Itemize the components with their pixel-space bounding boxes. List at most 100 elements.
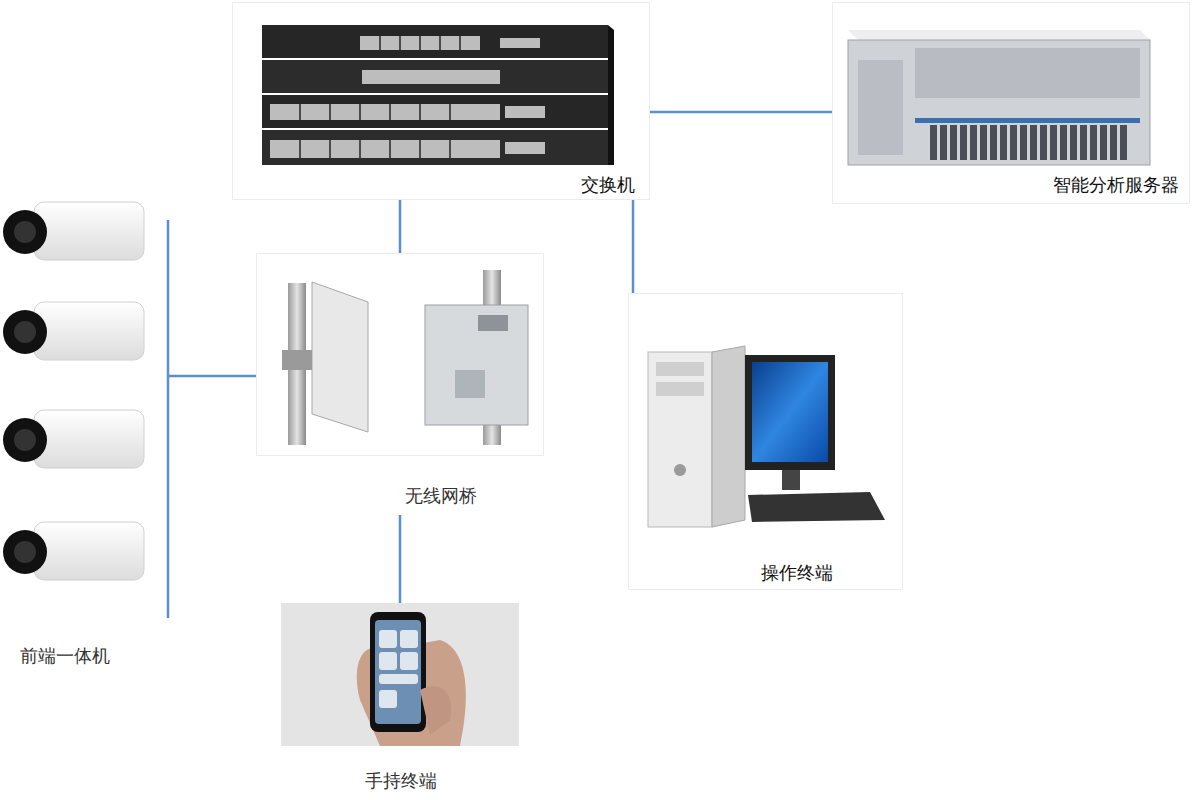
camera-illustration-part (14, 541, 36, 563)
camera-illustration-part (14, 321, 36, 343)
computer-illustration (648, 346, 885, 527)
server-illustration-part-part (940, 125, 947, 160)
node-label: 智能分析服务器 (1053, 174, 1179, 196)
computer-illustration-part (745, 355, 835, 470)
switch-illustration-part-part (505, 106, 545, 118)
bridge-illustration (282, 270, 528, 445)
computer-illustration-part (748, 492, 885, 522)
switch-illustration-part-part (270, 140, 500, 158)
computer-illustration-part (782, 470, 800, 490)
link-line (399, 200, 402, 253)
camera-illustration-part (34, 522, 144, 580)
computer-illustration-part (656, 382, 704, 396)
switch-illustration-part-part (419, 36, 421, 50)
switch-illustration-part (300, 36, 460, 158)
switch-illustration-part-part (500, 38, 540, 48)
node-label: 操作终端 (761, 562, 833, 584)
switch-illustration-part (270, 36, 545, 158)
server-illustration-part-part (1110, 125, 1117, 160)
switch-illustration-part-part (359, 104, 361, 120)
bridge-illustration-part (455, 370, 485, 398)
handheld-illustration-part-part (400, 630, 418, 648)
camera-illustration-part (34, 202, 144, 260)
handheld-illustration-part (370, 612, 426, 732)
camera-illustration-part (3, 310, 47, 354)
node-label: 无线网桥 (405, 485, 477, 507)
handheld-illustration-part (281, 603, 519, 746)
link-line (632, 200, 635, 293)
switch-illustration (262, 25, 614, 165)
switch-illustration-part (262, 60, 608, 93)
switch-illustration-part-part (439, 36, 441, 50)
node-label: 交换机 (581, 174, 635, 196)
switch-illustration-part-part (449, 140, 451, 158)
computer-illustration-part (648, 352, 712, 527)
server-illustration (848, 30, 1150, 165)
server-illustration-part (915, 48, 1140, 98)
server-illustration-part-part (1040, 125, 1047, 160)
camera-illustration-part (3, 210, 47, 254)
switch-illustration-part-part (419, 140, 421, 158)
handheld-illustration-part (375, 620, 421, 724)
camera-illustration (3, 202, 144, 580)
link-line (399, 515, 402, 603)
terminal-box: 操作终端 (628, 293, 903, 590)
server-illustration-part-part (1050, 125, 1057, 160)
switch-illustration-part-part (360, 36, 480, 50)
server-illustration-part-part (1000, 125, 1007, 160)
server-illustration-part (848, 30, 1150, 40)
bridge-box: 无线网桥 (256, 253, 543, 515)
switch-illustration-part-part (419, 104, 421, 120)
server-illustration-part-part (1060, 125, 1067, 160)
handheld-illustration-part-part (379, 630, 397, 648)
camera-illustration-part (14, 221, 36, 243)
server-illustration-part-part (980, 125, 987, 160)
camera-illustration-part (34, 410, 144, 468)
server-illustration-part-part (1100, 125, 1107, 160)
switch-illustration-part-part (459, 36, 461, 50)
handheld-illustration-part-part (400, 652, 418, 670)
server-illustration-part-part (970, 125, 977, 160)
switch-illustration-part-part (329, 140, 331, 158)
server-illustration-part-part (930, 125, 937, 160)
handheld-illustration-part (420, 686, 451, 735)
frame-part (257, 254, 544, 456)
handheld-illustration-part-part (379, 690, 397, 708)
server-illustration-part (848, 40, 1150, 165)
switch-box: 交换机 (232, 2, 650, 200)
server-illustration-part-part (990, 125, 997, 160)
server-illustration-part-part (1010, 125, 1017, 160)
switch-illustration-part-part (379, 36, 381, 50)
server-illustration-part-part (1030, 125, 1037, 160)
switch-illustration-part-part (389, 104, 391, 120)
switch-illustration-part-part (449, 104, 451, 120)
server-illustration-part-part (1020, 125, 1027, 160)
switch-illustration-part-part (359, 140, 361, 158)
switch-illustration-part-part (389, 140, 391, 158)
server-illustration-part-part (1090, 125, 1097, 160)
computer-illustration-part (674, 464, 686, 476)
bridge-illustration-part (282, 350, 312, 370)
server-illustration-part-part (960, 125, 967, 160)
camera-group: 前端一体机 (0, 195, 168, 675)
server-box: 智能分析服务器 (832, 2, 1190, 204)
switch-illustration-part-part (329, 104, 331, 120)
node-label: 手持终端 (365, 770, 437, 792)
frame (257, 254, 544, 456)
switch-illustration-part (262, 130, 608, 165)
server-illustration-part (858, 60, 903, 155)
server-illustration-part (930, 125, 1127, 160)
switch-illustration-part-part (362, 70, 500, 84)
handheld-box: 手持终端 (281, 603, 519, 798)
switch-illustration-part-part (270, 104, 500, 120)
handheld-illustration (281, 603, 519, 746)
server-illustration-part-part (1070, 125, 1077, 160)
server-illustration-part-part (1080, 125, 1087, 160)
switch-illustration-part-part (299, 104, 301, 120)
bridge-illustration-part (425, 305, 528, 425)
handheld-illustration-part-part (379, 652, 397, 670)
camera-illustration-part (3, 418, 47, 462)
camera-illustration-part (14, 429, 36, 451)
camera-illustration-part (34, 302, 144, 360)
